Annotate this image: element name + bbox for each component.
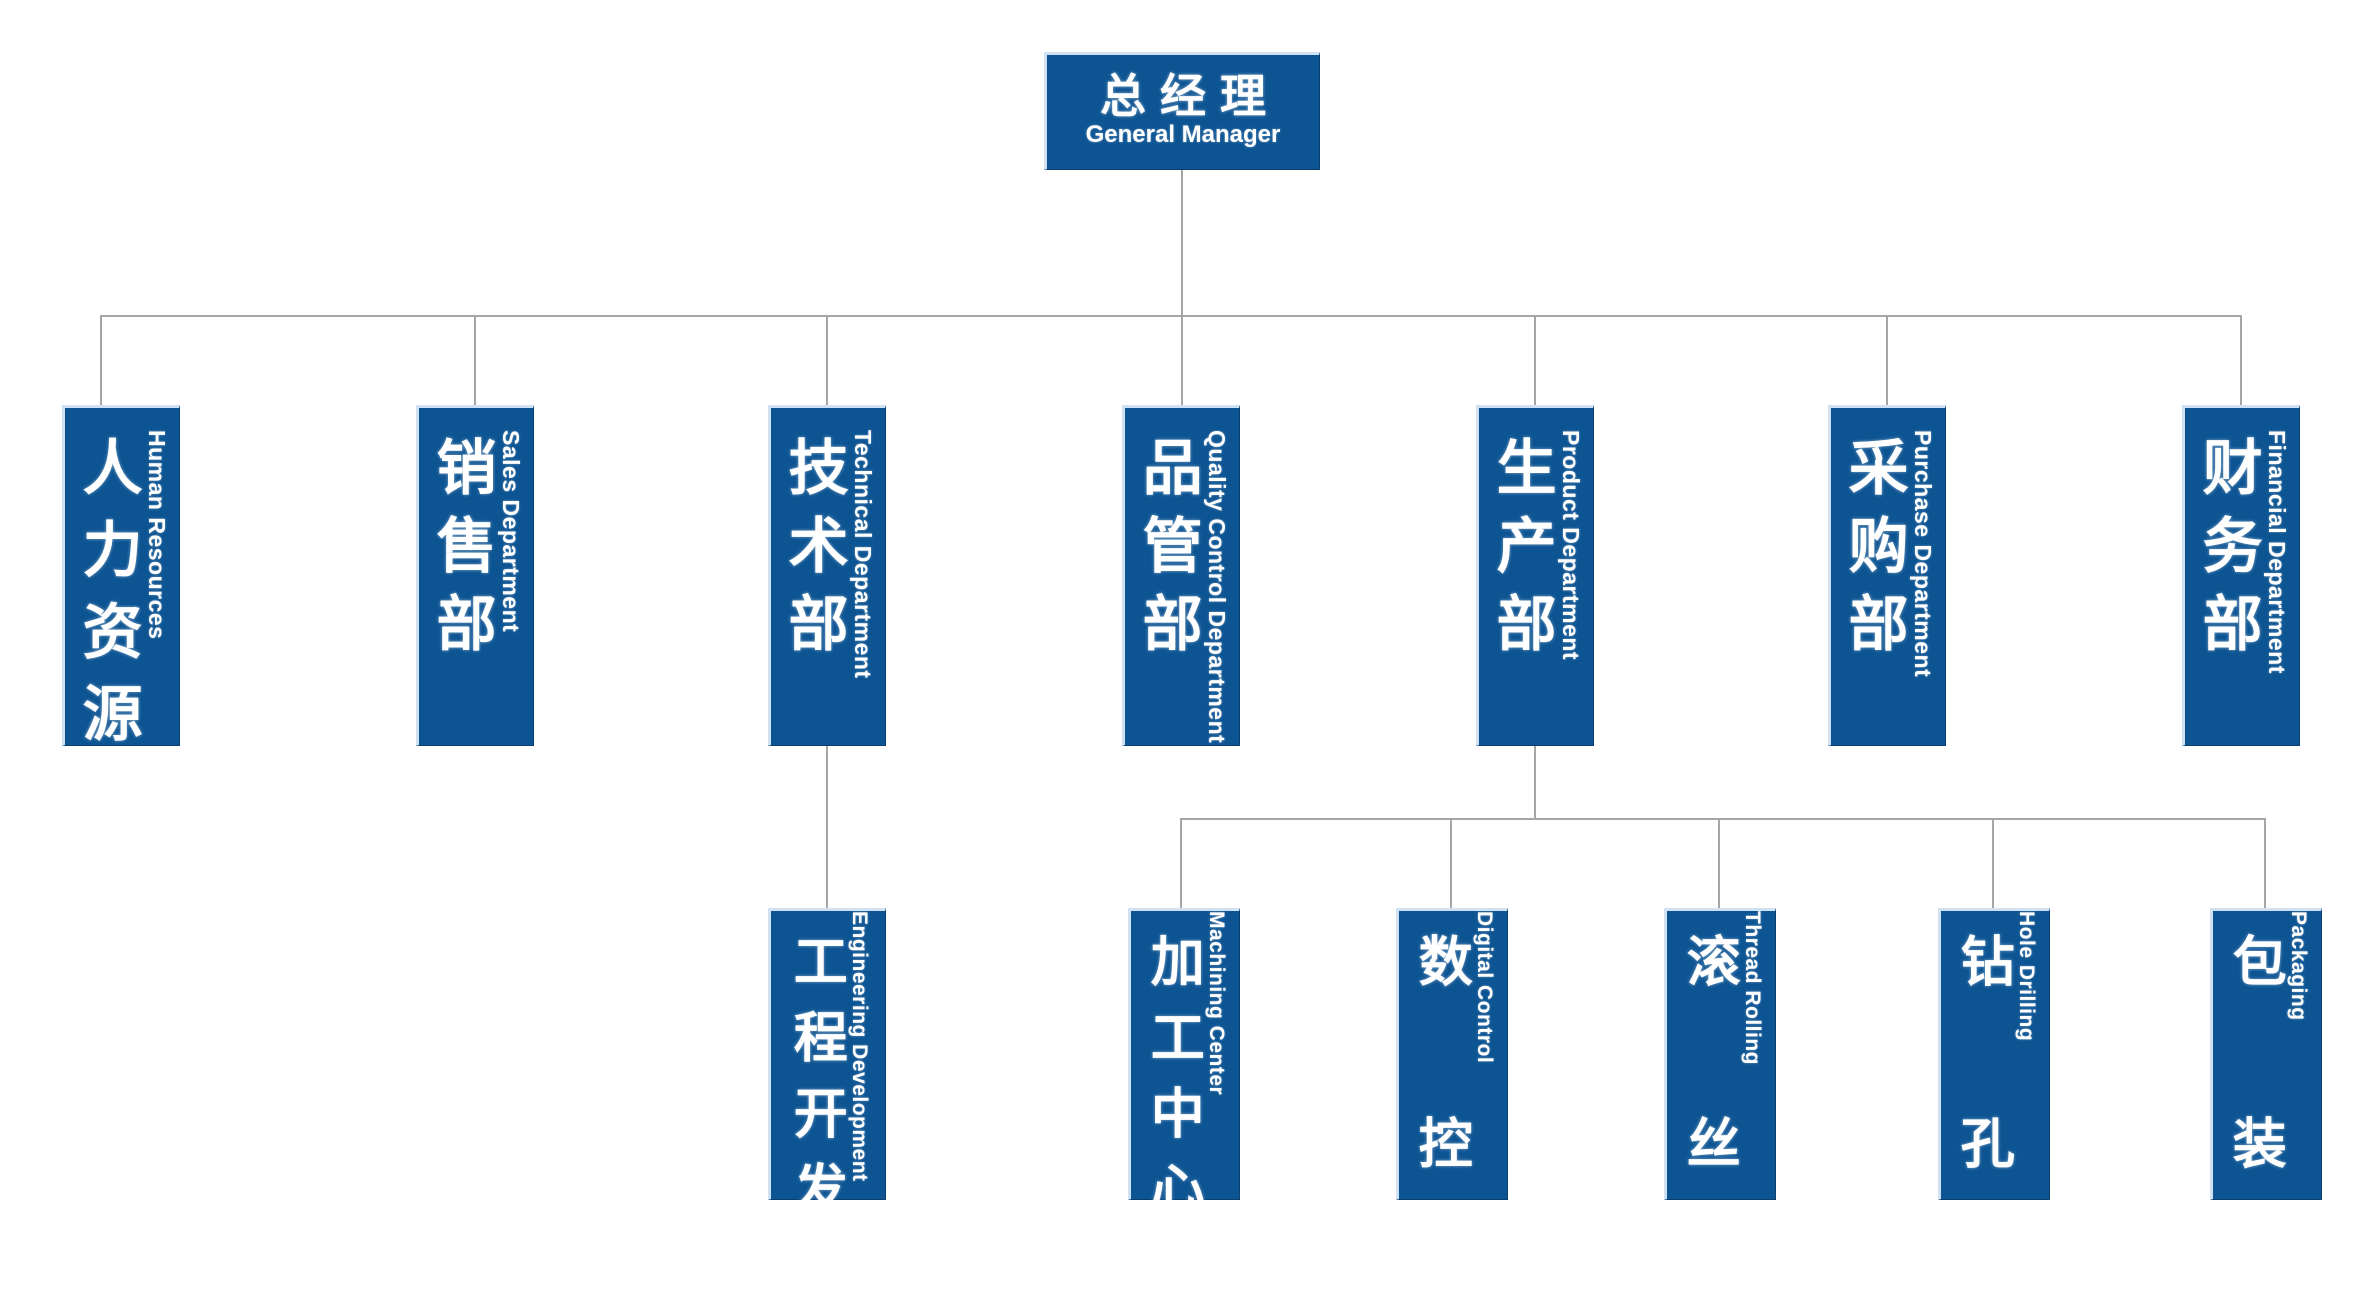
node-label-en: Digital Control <box>1473 911 1497 1064</box>
connector-drop-quality <box>1181 315 1183 407</box>
connector-drop-hr <box>100 315 102 407</box>
node-label-en: Thread Rolling <box>1741 911 1765 1065</box>
node-label-en: Packaging <box>2287 911 2311 1021</box>
node-label-cn: 人力资源 <box>74 436 142 764</box>
connector-production-stem <box>1534 746 1536 820</box>
node-quality-control-department[interactable]: 品管部 Quality Control Department <box>1122 405 1240 746</box>
node-label-cn: 采购部 <box>1840 436 1908 670</box>
node-label-en: Purchase Department <box>1910 430 1937 678</box>
node-label-cn: 包装 <box>2224 933 2285 1297</box>
node-label-cn: 品管部 <box>1134 436 1202 670</box>
node-label-en: Human Resources <box>144 430 171 640</box>
connector-level1-bus <box>100 315 2242 317</box>
connector-drop-production <box>1534 315 1536 407</box>
connector-level2-bus <box>1180 818 2266 820</box>
connector-drop-packaging <box>2264 818 2266 910</box>
connector-drop-machining-center <box>1180 818 1182 910</box>
connector-drop-digital-control <box>1450 818 1452 910</box>
node-label-en: General Manager <box>1085 120 1281 148</box>
connector-drop-hole-drilling <box>1992 818 1994 910</box>
node-label-cn: 生产部 <box>1488 436 1556 670</box>
node-label-en: Financial Department <box>2264 430 2291 674</box>
node-hole-drilling[interactable]: 钻孔 Hole Drilling <box>1938 908 2050 1297</box>
node-machining-center[interactable]: 加工中心 Machining Center <box>1128 908 1240 1237</box>
node-technical-department[interactable]: 技术部 Technical Department <box>768 405 886 746</box>
node-sales-department[interactable]: 销售部 Sales Department <box>416 405 534 746</box>
node-digital-control[interactable]: 数控 Digital Control <box>1396 908 1508 1297</box>
node-product-department[interactable]: 生产部 Product Department <box>1476 405 1594 746</box>
node-label-cn: 总经理 <box>1100 69 1280 122</box>
connector-drop-purchase <box>1886 315 1888 407</box>
node-human-resources[interactable]: 人力资源 Human Resources <box>62 405 180 764</box>
connector-drop-technical <box>826 315 828 407</box>
node-purchase-department[interactable]: 采购部 Purchase Department <box>1828 405 1946 746</box>
node-label-en: Hole Drilling <box>2015 911 2039 1042</box>
connector-drop-financial <box>2240 315 2242 407</box>
node-label-en: Quality Control Department <box>1204 430 1231 744</box>
connector-technical-to-engineering <box>826 746 828 908</box>
node-label-cn: 技术部 <box>780 436 848 670</box>
node-label-cn: 财务部 <box>2194 436 2262 670</box>
node-label-en: Technical Department <box>850 430 877 679</box>
node-label-cn: 工程开发 <box>785 933 846 1237</box>
node-label-en: Sales Department <box>498 430 525 633</box>
node-label-cn: 数控 <box>1410 933 1471 1297</box>
node-label-cn: 加工中心 <box>1142 933 1203 1237</box>
node-label-en: Machining Center <box>1205 911 1229 1096</box>
node-label-cn: 滚丝 <box>1678 933 1739 1297</box>
node-label-en: Product Department <box>1558 430 1585 661</box>
node-label-cn: 钻孔 <box>1952 933 2013 1297</box>
connector-root-stem <box>1181 170 1183 316</box>
node-general-manager[interactable]: 总经理 General Manager <box>1044 52 1320 170</box>
node-engineering-development[interactable]: 工程开发 Engineering Development <box>768 908 886 1237</box>
connector-drop-sales <box>474 315 476 407</box>
node-packaging[interactable]: 包装 Packaging <box>2210 908 2322 1297</box>
connector-drop-thread-rolling <box>1718 818 1720 910</box>
node-label-cn: 销售部 <box>428 436 496 670</box>
node-thread-rolling[interactable]: 滚丝 Thread Rolling <box>1664 908 1776 1297</box>
node-label-en: Engineering Development <box>848 911 872 1182</box>
node-financial-department[interactable]: 财务部 Financial Department <box>2182 405 2300 746</box>
